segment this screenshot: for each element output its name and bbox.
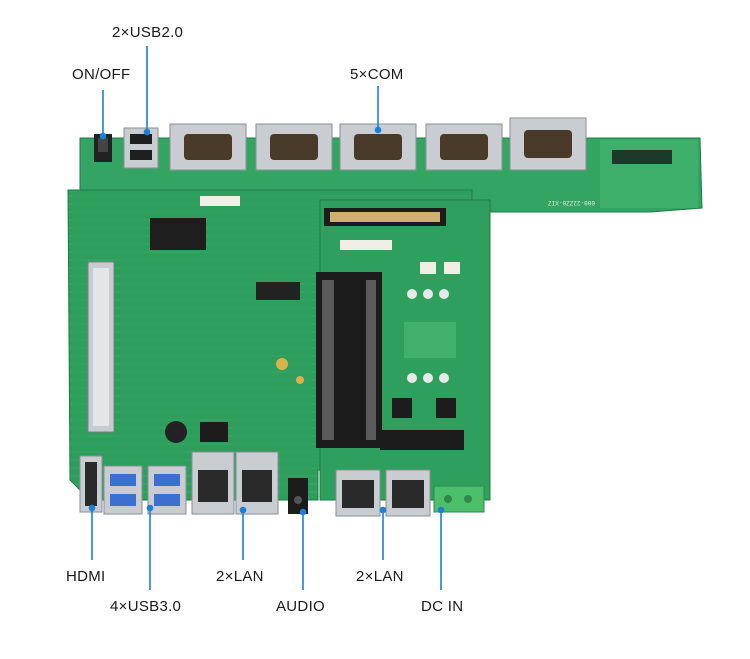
lan-ports-left bbox=[191, 451, 279, 515]
audio-jack bbox=[288, 478, 308, 514]
leader-lines bbox=[88, 46, 445, 590]
label-hdmi: HDMI bbox=[66, 568, 106, 585]
label-lan-right: 2×LAN bbox=[356, 568, 404, 585]
label-dcin: DC IN bbox=[421, 598, 464, 615]
hdmi-port bbox=[79, 455, 103, 513]
label-usb3: 4×USB3.0 bbox=[110, 598, 182, 615]
svg-text:000-22ZZ0-XIZ: 000-22ZZ0-XIZ bbox=[548, 199, 595, 206]
power-switch bbox=[94, 134, 112, 162]
usb2-port bbox=[123, 127, 159, 169]
main-board bbox=[67, 189, 491, 501]
usb3-ports bbox=[103, 465, 187, 515]
lan-ports-right bbox=[335, 469, 431, 517]
label-usb2: 2×USB2.0 bbox=[112, 24, 184, 41]
label-lan-left: 2×LAN bbox=[216, 568, 264, 585]
label-onoff: ON/OFF bbox=[72, 66, 131, 83]
label-audio: AUDIO bbox=[276, 598, 326, 615]
label-com: 5×COM bbox=[350, 66, 404, 83]
com-ports bbox=[169, 117, 587, 171]
